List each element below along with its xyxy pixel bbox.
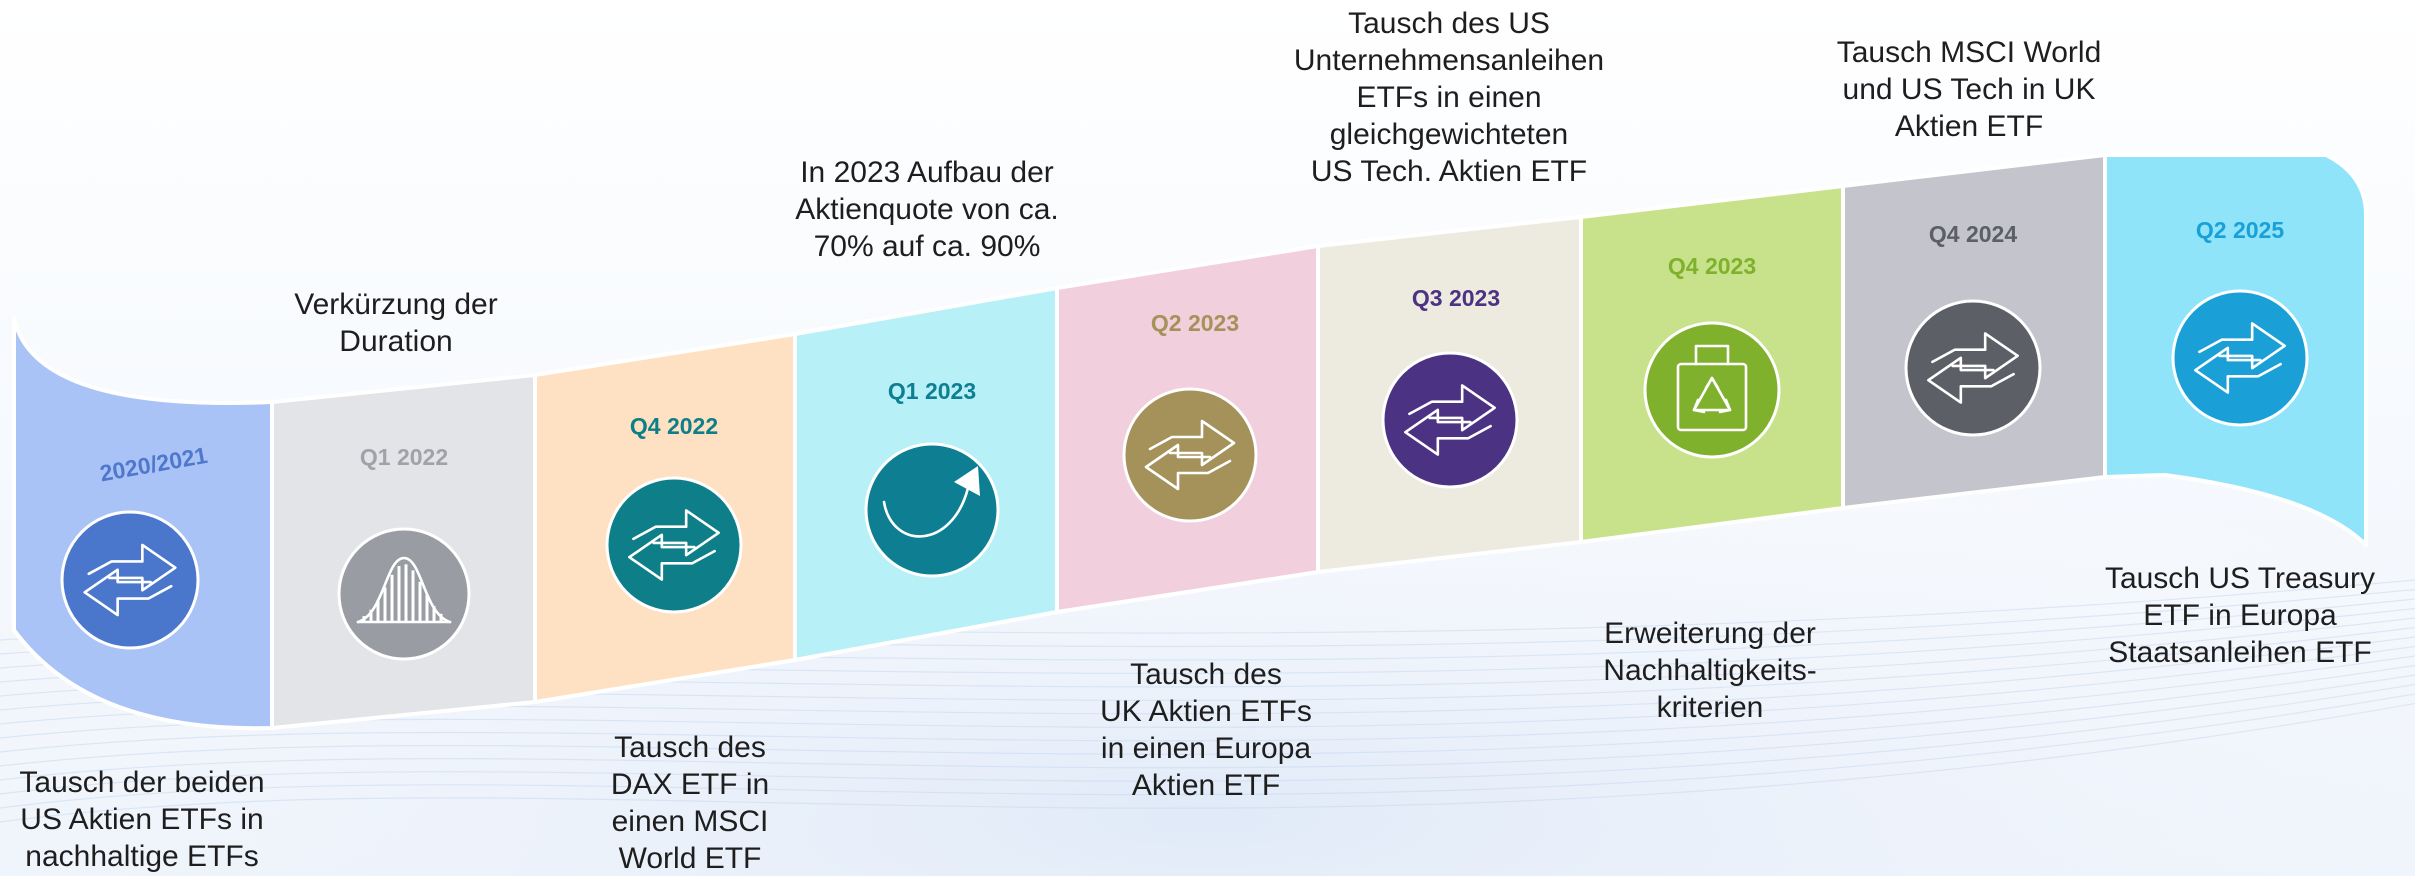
period-label: Q4 2023 <box>1668 253 1756 279</box>
milestone-text: In 2023 Aufbau der Aktienquote von ca. 7… <box>795 156 1059 263</box>
milestone-text: Erweiterung der Nachhaltigkeits- kriteri… <box>1603 617 1817 724</box>
milestone-text: Verkürzung der Duration <box>294 288 498 358</box>
swap-arrows-icon <box>2171 289 2309 427</box>
period-label: Q4 2024 <box>1929 221 2017 247</box>
period-label: Q1 2022 <box>360 444 448 470</box>
wave-line <box>0 702 2415 823</box>
period-label: Q1 2023 <box>888 378 976 404</box>
milestone-text: Tausch des UK Aktien ETFs in einen Europ… <box>1100 658 1312 802</box>
milestone-text: Tausch US Treasury ETF in Europa Staatsa… <box>2104 562 2376 669</box>
milestone-text: Tausch des US Unternehmensanleihen ETFs … <box>1293 7 1605 188</box>
period-icons <box>60 289 2309 661</box>
period-label: Q4 2022 <box>630 413 718 439</box>
milestone-text: Tausch MSCI World und US Tech in UK Akti… <box>1836 36 2102 143</box>
wave-line <box>0 674 2415 781</box>
swap-arrows-icon <box>60 510 200 650</box>
swap-arrows-icon <box>1904 299 2042 437</box>
swap-arrows-icon <box>1122 387 1258 523</box>
wave-line <box>0 693 2415 809</box>
period-label: Q3 2023 <box>1412 285 1500 311</box>
wave-line <box>0 664 2415 767</box>
milestone-text: Tausch des DAX ETF in einen MSCI World E… <box>610 731 770 875</box>
period-label: Q2 2023 <box>1151 310 1239 336</box>
upward-curve-arrow-icon <box>864 442 1000 578</box>
period-label: Q2 2025 <box>2196 217 2284 243</box>
milestone-text: Tausch der beiden US Aktien ETFs in nach… <box>19 766 265 873</box>
wave-line <box>0 683 2415 795</box>
bell-curve-icon <box>337 527 471 661</box>
recycling-bag-icon <box>1643 321 1781 459</box>
wave-line <box>0 655 2415 753</box>
swap-arrows-icon <box>1381 351 1519 489</box>
swap-arrows-icon <box>605 476 743 614</box>
